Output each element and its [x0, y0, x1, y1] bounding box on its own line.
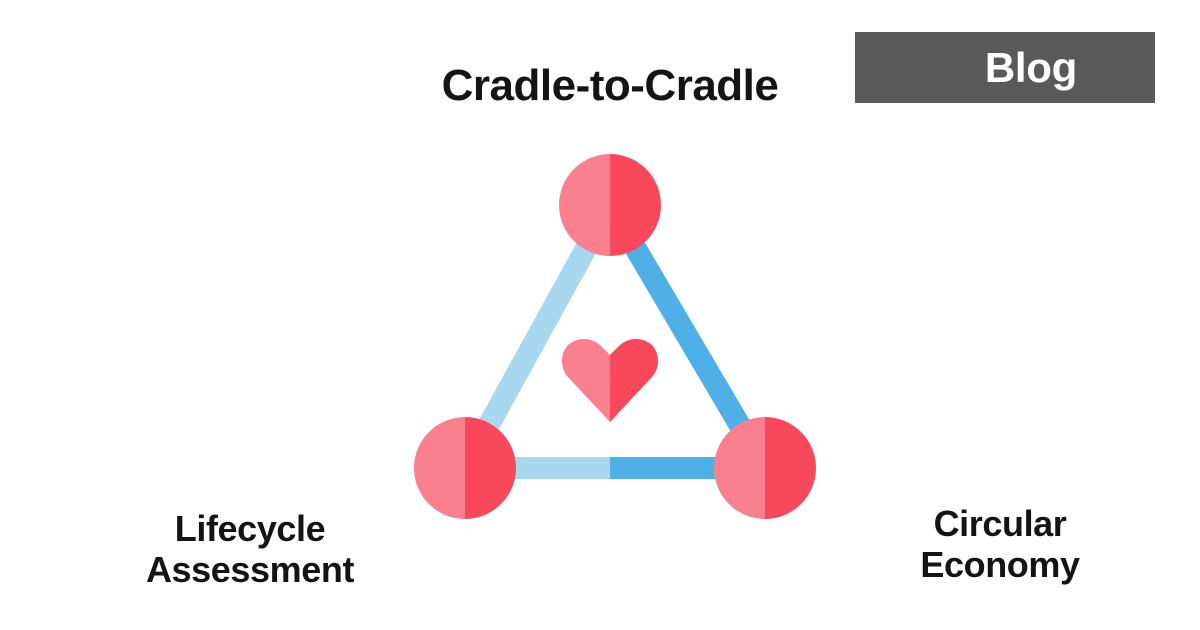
label-lifecycle-assessment-line1: Lifecycle	[174, 508, 326, 549]
node-cradle-to-cradle[interactable]	[559, 154, 661, 256]
label-circular-economy: Circular Economy	[825, 503, 1175, 585]
page-title: Cradle-to-Cradle	[441, 61, 779, 110]
label-circular-economy-line1: Circular	[933, 503, 1067, 544]
node-lifecycle-assessment[interactable]	[414, 417, 516, 519]
heart-icon	[561, 338, 659, 422]
label-circular-economy-line2: Economy	[920, 544, 1080, 586]
blog-badge[interactable]: Blog	[855, 32, 1155, 103]
node-circular-economy[interactable]	[714, 417, 816, 519]
blog-badge-label: Blog	[984, 43, 1077, 91]
label-lifecycle-assessment: Lifecycle Assessment	[75, 508, 425, 590]
label-lifecycle-assessment-line2: Assessment	[145, 549, 355, 591]
